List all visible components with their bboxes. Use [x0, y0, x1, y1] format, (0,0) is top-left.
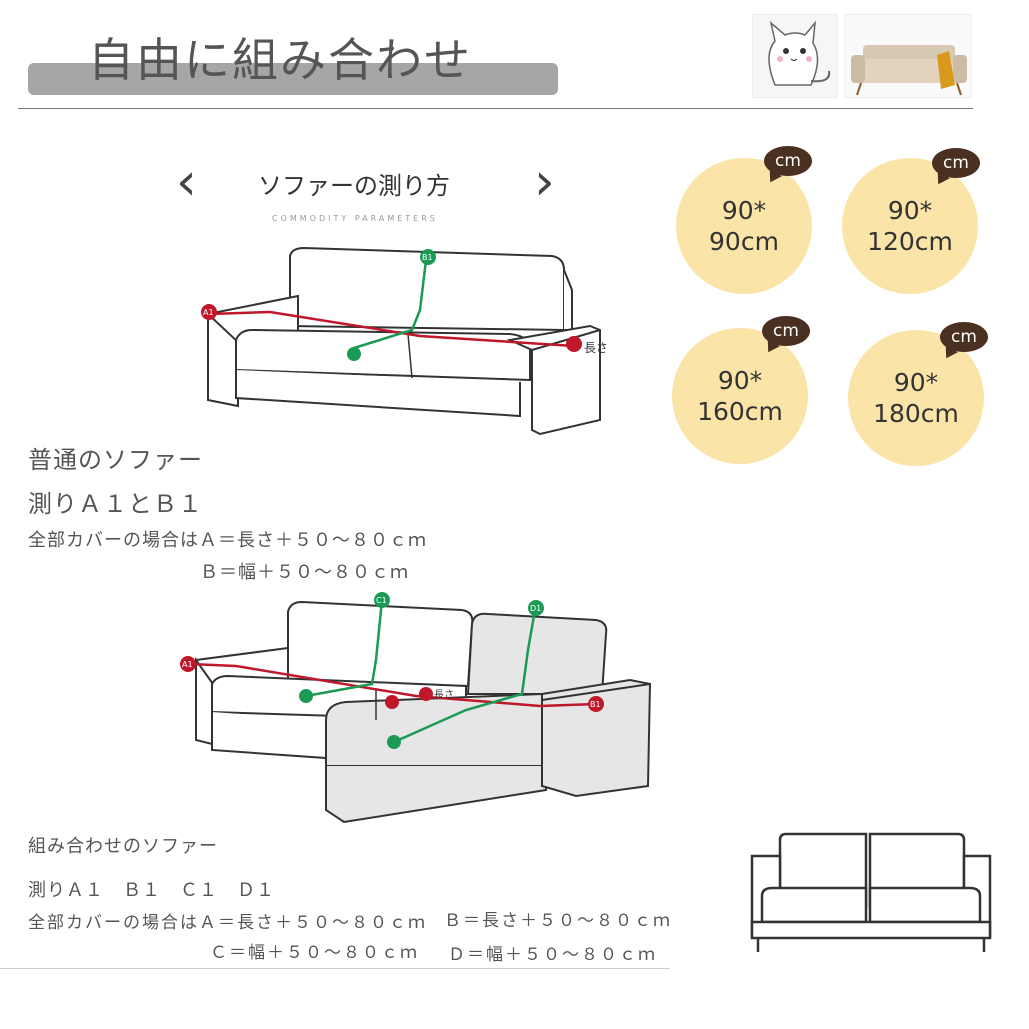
cat-icon — [752, 14, 838, 98]
pin-a1-label: A1 — [182, 660, 193, 669]
side-length-label: 長さ — [434, 689, 454, 701]
section-title: ソファーの測り方 — [258, 172, 450, 200]
sofa-diagram-normal: A1 B1 長さ — [201, 246, 608, 436]
normal-sofa-formula-a: 全部カバーの場合はＡ＝長さ＋５０～８０ｃｍ — [28, 530, 427, 551]
size-option-90x120[interactable]: 90* 120cm cm — [838, 148, 980, 296]
size-circle: 90* 180cm — [848, 330, 984, 466]
pin-d1-label: D1 — [530, 604, 541, 613]
pin-c1-label: C1 — [376, 596, 387, 605]
combo-sofa-formula-a: 全部カバーの場合はＡ＝長さ＋５０～８０ｃｍ — [28, 913, 427, 933]
sofa-photo-icon — [844, 14, 972, 98]
size-option-90x160[interactable]: 90* 160cm cm — [668, 316, 810, 464]
size-width: 90* — [721, 195, 767, 225]
normal-sofa-measure: 測りＡ１とＢ１ — [28, 490, 203, 518]
sofa-outline-icon — [750, 832, 992, 952]
pin-b1-label: B1 — [590, 700, 601, 709]
combo-sofa-measure: 測りＡ１ Ｂ１ Ｃ１ Ｄ１ — [28, 880, 275, 901]
prev-arrow[interactable]: ‹ — [176, 152, 197, 212]
cm-badge: cm — [762, 316, 810, 346]
combo-sofa-formula-c: Ｃ＝幅＋５０～８０ｃｍ — [210, 943, 419, 963]
next-arrow[interactable]: › — [534, 152, 555, 212]
combo-sofa-heading: 組み合わせのソファー — [28, 836, 218, 857]
header-divider — [18, 108, 973, 109]
size-option-90x180[interactable]: 90* 180cm cm — [846, 322, 988, 466]
cm-badge: cm — [764, 146, 812, 176]
normal-sofa-heading: 普通のソファー — [28, 446, 203, 474]
size-width: 90* — [717, 365, 763, 395]
size-width: 90* — [893, 367, 939, 397]
cm-badge: cm — [932, 148, 980, 178]
page-title: 自由に組み合わせ — [88, 33, 472, 87]
size-circle: 90* 160cm — [672, 328, 808, 464]
size-length: 180cm — [873, 399, 959, 428]
combo-sofa-formula-b: Ｂ＝長さ＋５０～８０ｃｍ — [444, 911, 672, 931]
title-bar — [28, 63, 558, 95]
cm-badge: cm — [940, 322, 988, 352]
footer-divider — [0, 968, 670, 969]
size-circle: 90* 120cm — [842, 158, 978, 294]
sofa-diagram-sectional: A1 C1 D1 B1 長さ — [180, 592, 652, 824]
size-length: 160cm — [697, 397, 783, 426]
size-circle: 90* 90cm — [676, 158, 812, 294]
pin-b1-label: B1 — [422, 253, 433, 262]
size-option-90x90[interactable]: 90* 90cm cm — [672, 146, 812, 294]
size-length: 120cm — [867, 227, 953, 256]
pin-a1-label: A1 — [203, 308, 214, 317]
normal-sofa-formula-b: Ｂ＝幅＋５０～８０ｃｍ — [200, 562, 409, 583]
size-length: 90cm — [709, 227, 779, 256]
size-width: 90* — [887, 195, 933, 225]
side-length-label: 長さ — [584, 341, 608, 355]
combo-sofa-formula-d: Ｄ＝幅＋５０～８０ｃｍ — [448, 945, 657, 965]
section-subtitle: COMMODITY PARAMETERS — [272, 214, 438, 223]
